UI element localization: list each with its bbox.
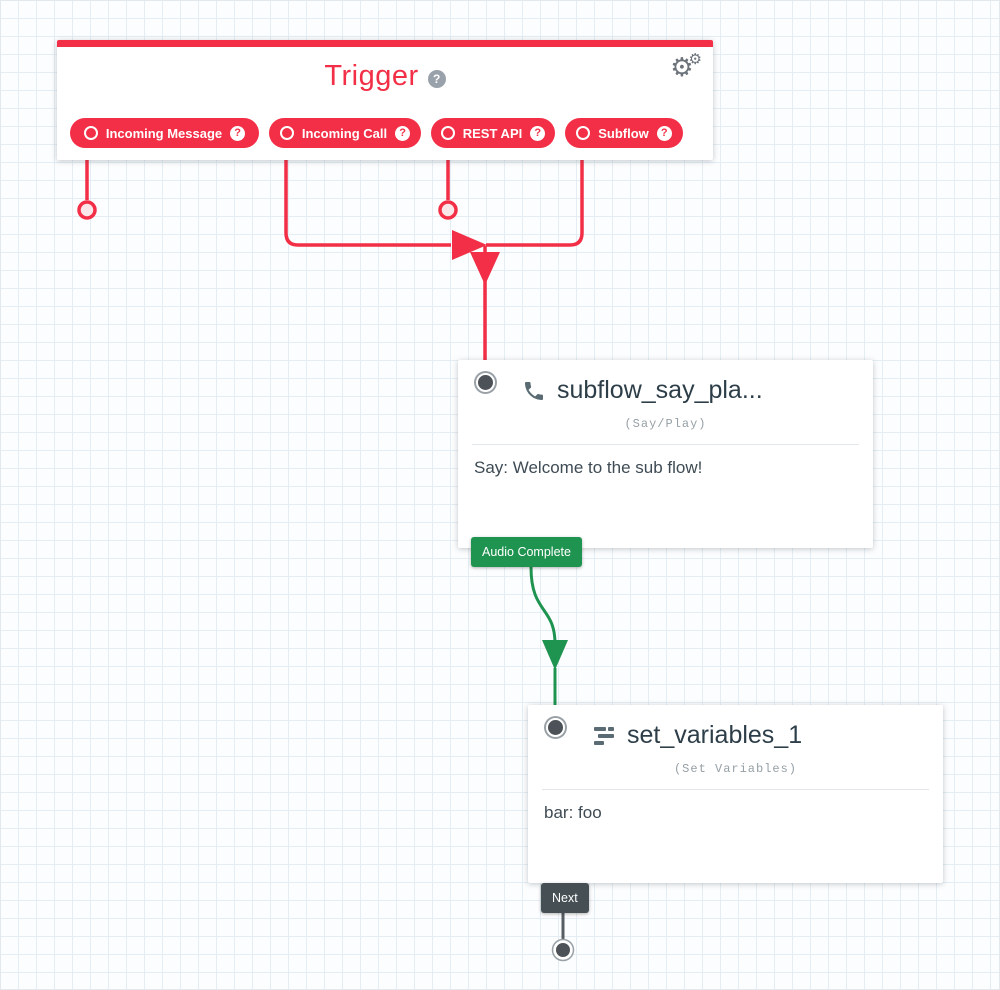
help-icon[interactable]: ? [656,125,672,141]
trigger-tab-incoming-call[interactable]: Incoming Call ? [269,118,421,148]
set-variables-entry-port[interactable] [546,718,565,737]
connector-arrow-right[interactable] [452,230,487,260]
trigger-tab-subflow[interactable]: Subflow ? [565,118,683,148]
port-rest-api[interactable] [438,200,458,220]
widget-header: set_variables_1 [528,705,943,750]
radio-circle-icon [440,126,455,140]
connector-audio-complete[interactable] [529,566,557,645]
trigger-widget[interactable]: Trigger? ⚙⚙ Incoming Message ? Incoming … [57,40,713,160]
settings-gears-icon[interactable]: ⚙⚙ [670,52,702,80]
divider [472,444,859,445]
connector-arrow-down-green[interactable] [542,640,568,670]
say-play-icon [525,381,543,400]
trigger-help-icon[interactable]: ? [427,70,446,88]
connector-subflow[interactable] [486,160,584,247]
gear-small-icon: ⚙ [688,51,702,68]
divider [542,789,929,790]
port-next-ring [551,938,575,962]
widget-body-text: bar: foo [544,803,602,822]
pill-label: Incoming Call [301,125,388,141]
widget-say-play[interactable]: subflow_say_pla... (Say/Play) Say: Welco… [458,360,873,567]
help-icon[interactable]: ? [230,125,246,141]
widget-body-text: Say: Welcome to the sub flow! [474,458,703,477]
trigger-title-row: Trigger? [57,60,713,93]
radio-circle-icon [279,126,294,140]
trigger-title: Trigger [324,60,419,92]
pill-label: REST API [462,125,523,141]
help-icon[interactable]: ? [530,125,546,141]
transition-next[interactable]: Next [541,883,589,913]
radio-circle-icon [576,126,591,140]
trigger-tab-incoming-message[interactable]: Incoming Message ? [70,118,259,148]
connector-incoming-call[interactable] [284,160,451,247]
port-next[interactable] [554,941,572,959]
trigger-pill-row: Incoming Message ? Incoming Call ? REST … [70,118,683,148]
pill-label: Subflow [598,125,649,141]
transition-audio-complete[interactable]: Audio Complete [471,537,582,567]
say-play-entry-port[interactable] [476,373,495,392]
help-icon[interactable]: ? [395,125,411,141]
pill-label: Incoming Message [105,125,223,141]
widget-title: subflow_say_pla... [557,376,763,404]
radio-circle-icon [83,126,98,140]
trigger-accent-bar [57,40,713,47]
widget-type-label: (Say/Play) [624,417,707,431]
port-incoming-message[interactable] [77,200,97,220]
widget-type-label: (Set Variables) [673,762,798,776]
connector-arrow-down-red[interactable] [470,252,500,285]
widget-header: subflow_say_pla... [458,360,873,405]
gear-icon: ⚙ [670,52,694,82]
widget-set-variables[interactable]: set_variables_1 (Set Variables) bar: foo… [528,705,943,913]
trigger-tab-rest-api[interactable]: REST API ? [431,118,555,148]
widget-title: set_variables_1 [627,721,803,749]
set-variables-icon [594,726,614,745]
